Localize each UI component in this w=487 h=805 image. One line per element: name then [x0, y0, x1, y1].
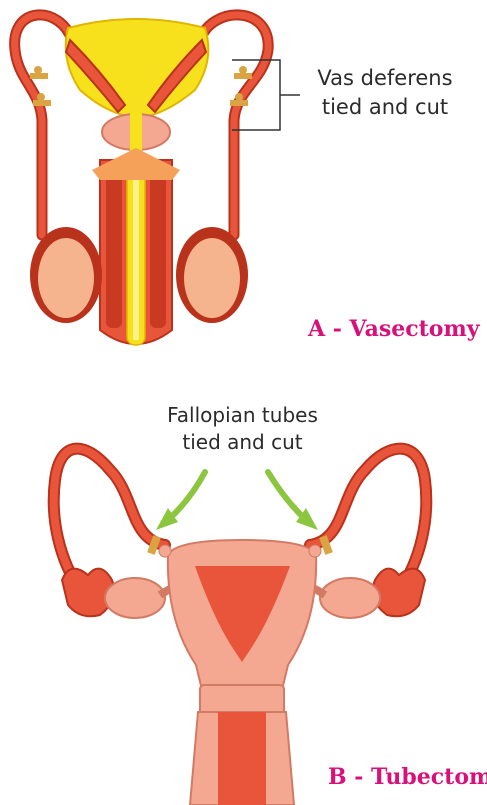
uterine-cavity [195, 566, 290, 662]
cervix [200, 685, 284, 715]
right-pointer-arrow [268, 472, 306, 520]
right-ovarian-ligament [295, 580, 325, 595]
left-ovarian-ligament [160, 580, 190, 595]
left-vas-clip-upper [30, 66, 48, 79]
vagina [190, 712, 294, 805]
left-pointer-arrow [168, 472, 205, 520]
vaginal-canal [218, 712, 266, 805]
fallopian-label-line2: tied and cut [130, 429, 355, 456]
left-arrowhead [156, 508, 178, 530]
left-ovary [105, 578, 165, 618]
right-fimbriae [373, 569, 425, 617]
left-tube-clip [147, 535, 171, 557]
fallopian-tubes-annotation: Fallopian tubes tied and cut [130, 402, 355, 456]
right-arrowhead [296, 508, 318, 530]
penile-base [92, 148, 180, 180]
vas-deferens-label-line2: tied and cut [300, 93, 470, 122]
right-vas-deferens-inner [200, 15, 268, 235]
vas-deferens-annotation: Vas deferens tied and cut [300, 64, 470, 122]
tubectomy-caption: B - Tubectom [328, 764, 487, 790]
left-testis-inner [38, 238, 94, 318]
corpus-right [150, 168, 166, 328]
right-fallopian-tube [310, 449, 426, 590]
fallopian-label-line1: Fallopian tubes [130, 402, 355, 429]
left-fallopian-tube-inner [54, 449, 165, 590]
corpus-left [106, 168, 122, 328]
vas-deferens-label-line1: Vas deferens [300, 64, 470, 93]
left-fallopian-tube [54, 449, 165, 590]
vasectomy-caption: A - Vasectomy [308, 316, 480, 342]
right-tube-clip [309, 535, 333, 557]
right-fallopian-tube-inner [310, 449, 426, 590]
right-vas-clip-upper [234, 66, 252, 79]
right-testis-inner [184, 238, 240, 318]
uterus [168, 540, 316, 690]
left-fimbriae [62, 569, 114, 617]
urethra-upper [130, 95, 142, 155]
left-vas-deferens-inner [15, 15, 72, 235]
right-ovary [320, 578, 380, 618]
